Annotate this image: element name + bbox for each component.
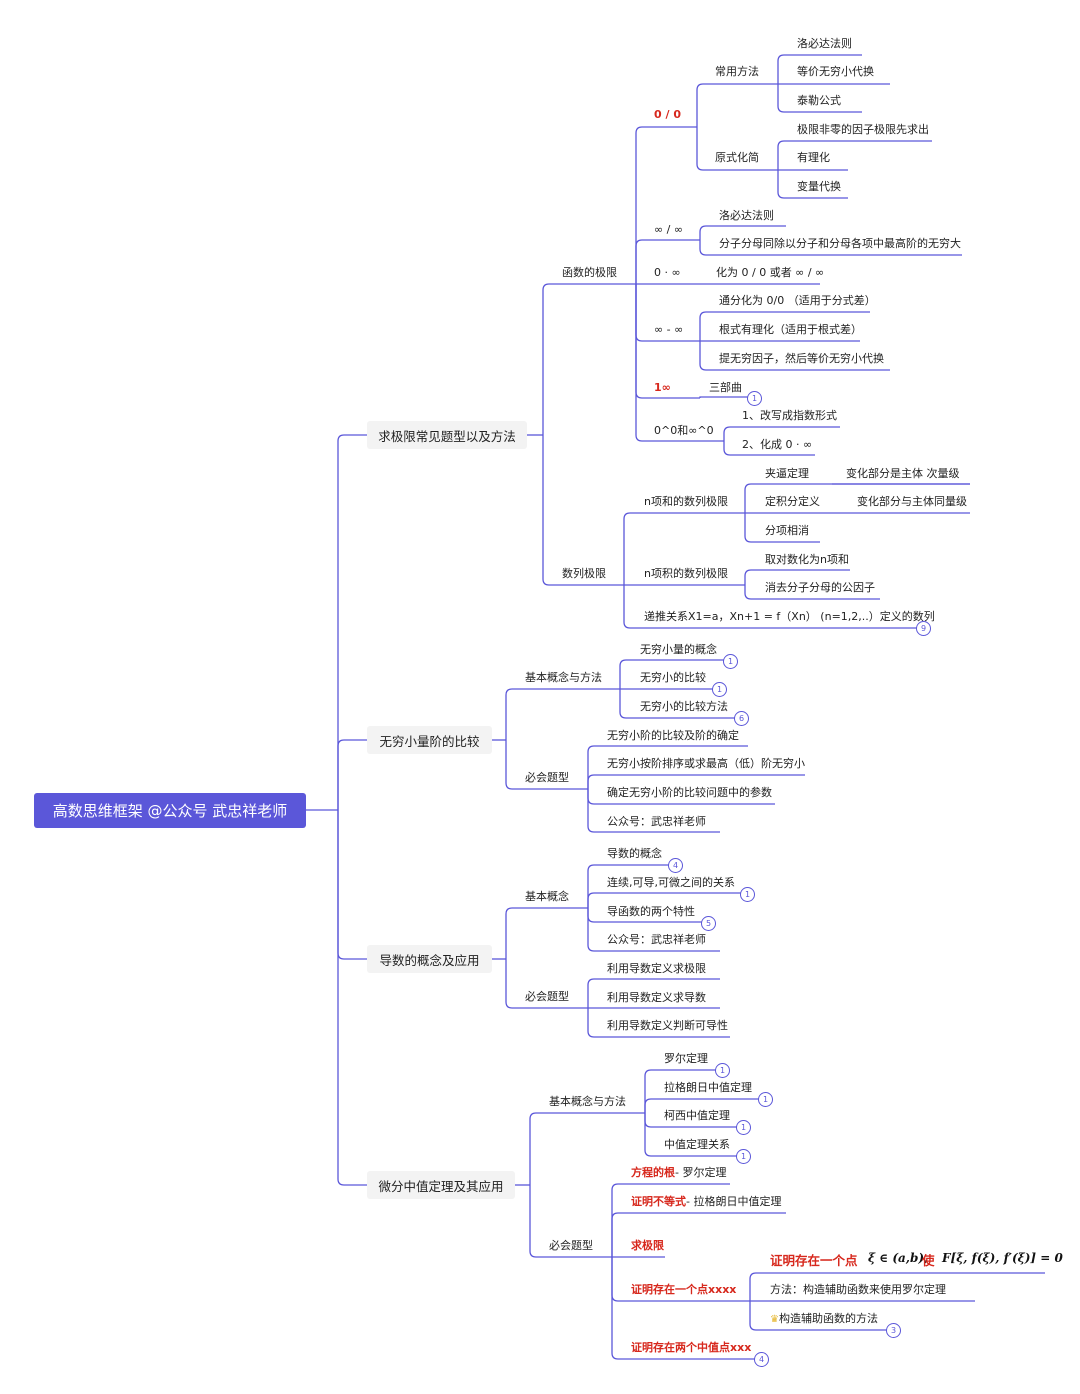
- node-inf-compare[interactable]: 无穷小的比较: [640, 671, 706, 684]
- count-badge-recursive[interactable]: 9: [916, 621, 931, 636]
- node-exp-form[interactable]: 1、改写成指数形式: [742, 409, 837, 422]
- formula-equation: F[ξ, f(ξ), f′(ξ)] = 0: [942, 1251, 1063, 1265]
- count-badge-one-inf[interactable]: 1: [747, 391, 762, 406]
- node-inf-compare-method[interactable]: 无穷小的比较方法: [640, 700, 728, 713]
- node-taylor[interactable]: 泰勒公式: [797, 94, 841, 107]
- node-method-rolle[interactable]: 方法：构造辅助函数来使用罗尔定理: [770, 1283, 946, 1296]
- node-wechat1[interactable]: 公众号：武忠祥老师: [607, 815, 706, 828]
- node-deriv-concept[interactable]: 导数的概念: [607, 847, 662, 860]
- node-cancel-common[interactable]: 消去分子分母的公因子: [765, 581, 875, 594]
- count-badge-mvt-rel[interactable]: 1: [736, 1149, 751, 1164]
- node-basic-concepts-methods2[interactable]: 基本概念与方法: [549, 1095, 626, 1108]
- node-log-to-sum[interactable]: 取对数化为n项和: [765, 553, 849, 566]
- node-mvt-rel[interactable]: 中值定理关系: [664, 1138, 730, 1151]
- count-badge-exist-two[interactable]: 4: [754, 1352, 769, 1367]
- count-badge-rolle[interactable]: 1: [715, 1063, 730, 1078]
- node-lhopital[interactable]: 洛必达法则: [797, 37, 852, 50]
- node-infinitesimal[interactable]: 无穷小量阶的比较: [367, 726, 492, 754]
- node-simplify[interactable]: 原式化简: [715, 151, 759, 164]
- node-three-steps[interactable]: 三部曲: [709, 381, 742, 394]
- node-divide-high[interactable]: 分子分母同除以分子和分母各项中最高阶的无穷大: [719, 237, 961, 250]
- node-must-know[interactable]: 必会题型: [525, 771, 569, 784]
- node-one-inf[interactable]: 1∞: [654, 381, 671, 394]
- node-eq-root-b: - 罗尔定理: [675, 1166, 727, 1179]
- node-n-prod[interactable]: n项积的数列极限: [644, 567, 728, 580]
- node-split[interactable]: 分项相消: [765, 524, 809, 537]
- count-badge-cauchy[interactable]: 1: [736, 1120, 751, 1135]
- count-badge-lagrange[interactable]: 1: [758, 1092, 773, 1107]
- node-func-limit[interactable]: 函数的极限: [562, 266, 617, 279]
- node-def-integral[interactable]: 定积分定义: [765, 495, 820, 508]
- node-root-rational[interactable]: 根式有理化（适用于根式差）: [719, 323, 862, 336]
- count-badge-cont-rel[interactable]: 1: [740, 887, 755, 902]
- node-cont-rel[interactable]: 连续,可导,可微之间的关系: [607, 876, 735, 889]
- node-zero-inf[interactable]: 0 · ∞: [654, 266, 681, 279]
- node-to-0inf[interactable]: 2、化成 0 · ∞: [742, 438, 813, 451]
- formula-lead: 证明存在一个点: [770, 1253, 858, 1268]
- node-inf-inf[interactable]: ∞ / ∞: [654, 223, 684, 236]
- node-n-sum[interactable]: n项和的数列极限: [644, 495, 728, 508]
- node-common-methods[interactable]: 常用方法: [715, 65, 759, 78]
- node-nonzero-factor[interactable]: 极限非零的因子极限先求出: [797, 123, 929, 136]
- node-deriv-def-deriv[interactable]: 利用导数定义求导数: [607, 991, 706, 1004]
- node-inf-concept[interactable]: 无穷小量的概念: [640, 643, 717, 656]
- node-exist-two[interactable]: 证明存在两个中值点xxx: [631, 1341, 752, 1354]
- node-squeeze[interactable]: 夹逼定理: [765, 467, 809, 480]
- count-badge-deriv-concept[interactable]: 4: [668, 858, 683, 873]
- node-rolle[interactable]: 罗尔定理: [664, 1052, 708, 1065]
- node-subst[interactable]: 变量代换: [797, 180, 841, 193]
- formula-interval: ξ ∈ (a,b),: [868, 1251, 929, 1265]
- node-order-sort[interactable]: 无穷小按阶排序或求最高（低）阶无穷小: [607, 757, 805, 770]
- count-badge-inf-compare-method[interactable]: 6: [734, 711, 749, 726]
- node-common-denom[interactable]: 通分化为 0/0 （适用于分式差）: [719, 294, 876, 307]
- node-find-limit[interactable]: 求极限: [631, 1239, 664, 1252]
- count-badge-deriv-props[interactable]: 5: [701, 916, 716, 931]
- node-equiv[interactable]: 等价无穷小代换: [797, 65, 874, 78]
- node-to-00[interactable]: 化为 0 / 0 或者 ∞ / ∞: [716, 266, 825, 279]
- node-deriv-def-judge[interactable]: 利用导数定义判断可导性: [607, 1019, 728, 1032]
- node-derivative[interactable]: 导数的概念及应用: [367, 945, 492, 973]
- node-deriv-def-limit[interactable]: 利用导数定义求极限: [607, 962, 706, 975]
- node-integral-note[interactable]: 变化部分与主体同量级: [857, 495, 967, 508]
- count-badge-aux-func[interactable]: 3: [886, 1323, 901, 1338]
- node-rationalize[interactable]: 有理化: [797, 151, 830, 164]
- node-extract-inf[interactable]: 提无穷因子，然后等价无穷小代换: [719, 352, 884, 365]
- node-ineq-a[interactable]: 证明不等式: [631, 1195, 686, 1208]
- node-deriv-props[interactable]: 导函数的两个特性: [607, 905, 695, 918]
- node-squeeze-note[interactable]: 变化部分是主体 次量级: [846, 467, 960, 480]
- node-aux-func[interactable]: ♛构造辅助函数的方法: [770, 1312, 878, 1327]
- node-cauchy[interactable]: 柯西中值定理: [664, 1109, 730, 1122]
- node-eq-root-a[interactable]: 方程的根: [631, 1166, 675, 1179]
- node-recursive[interactable]: 递推关系X1=a，Xn+1 = f（Xn） (n=1,2,..）定义的数列: [644, 610, 935, 623]
- node-param-determine[interactable]: 确定无穷小阶的比较问题中的参数: [607, 786, 772, 799]
- node-ineq-b: - 拉格朗日中值定理: [686, 1195, 782, 1208]
- node-zero-zero[interactable]: 0 / 0: [654, 108, 681, 121]
- root-node[interactable]: 高数思维框架 @公众号 武忠祥老师: [34, 793, 306, 828]
- node-inf-minus-inf[interactable]: ∞ - ∞: [654, 323, 684, 336]
- node-lhopital2[interactable]: 洛必达法则: [719, 209, 774, 222]
- node-basic-concepts[interactable]: 基本概念: [525, 890, 569, 903]
- node-basic-concepts-methods[interactable]: 基本概念与方法: [525, 671, 602, 684]
- node-wechat2[interactable]: 公众号：武忠祥老师: [607, 933, 706, 946]
- node-must-know2[interactable]: 必会题型: [525, 990, 569, 1003]
- aux-func-label: 构造辅助函数的方法: [778, 1312, 878, 1325]
- node-lagrange[interactable]: 拉格朗日中值定理: [664, 1081, 752, 1094]
- node-mvt[interactable]: 微分中值定理及其应用: [367, 1171, 515, 1199]
- node-exist-one[interactable]: 证明存在一个点xxxx: [631, 1283, 737, 1296]
- crown-icon: ♛: [770, 1314, 779, 1325]
- node-limits[interactable]: 求极限常见题型以及方法: [367, 421, 527, 449]
- node-zero0-inf0[interactable]: 0^0和∞^0: [654, 424, 714, 437]
- node-must-know3[interactable]: 必会题型: [549, 1239, 593, 1252]
- formula-use: 使: [922, 1253, 935, 1268]
- node-seq-limit[interactable]: 数列极限: [562, 567, 606, 580]
- count-badge-inf-concept[interactable]: 1: [723, 654, 738, 669]
- count-badge-inf-compare[interactable]: 1: [712, 682, 727, 697]
- node-order-determine[interactable]: 无穷小阶的比较及阶的确定: [607, 729, 739, 742]
